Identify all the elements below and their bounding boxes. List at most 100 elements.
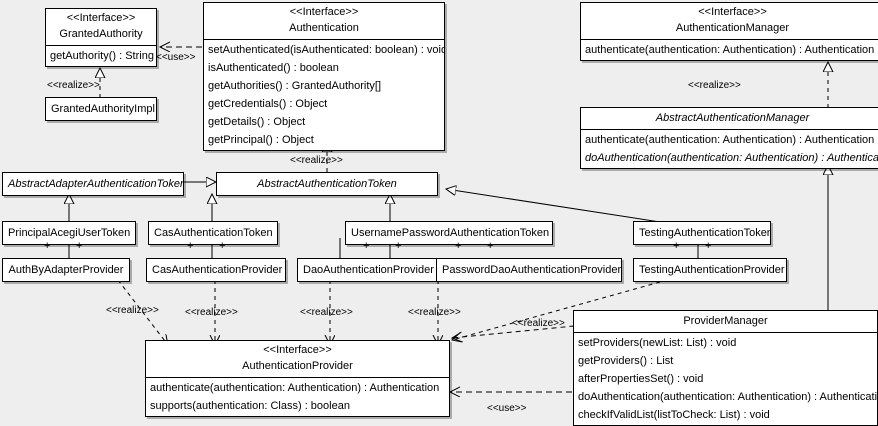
method-compartment: authenticate(authentication: Authenticat… [581, 129, 878, 168]
class-name: AuthenticationManager [675, 22, 790, 34]
method-compartment: setAuthenticated(isAuthenticated: boolea… [204, 39, 444, 150]
class-header: CasAuthenticationProvider [147, 259, 285, 281]
multiplicity-plus: + [455, 240, 462, 252]
class-box-granted-authority[interactable]: <<Interface>> GrantedAuthority getAuthor… [45, 8, 157, 67]
class-name: AbstractAuthenticationManager [655, 112, 810, 124]
multiplicity-plus: + [187, 240, 194, 252]
method-item: getPrincipal() : Object [208, 134, 314, 146]
class-header: AuthByAdapterProvider [3, 259, 129, 281]
multiplicity-plus: + [76, 240, 83, 252]
method-item: authenticate(authentication: Authenticat… [150, 382, 440, 394]
multiplicity-plus: + [673, 240, 680, 252]
class-box-password-dao-authentication-provider[interactable]: PasswordDaoAuthenticationProvider [436, 258, 622, 282]
class-header: CasAuthenticationToken [149, 222, 277, 244]
class-box-cas-authentication-token[interactable]: CasAuthenticationToken [148, 221, 278, 245]
class-box-granted-authority-impl[interactable]: GrantedAuthorityImpl [45, 97, 157, 121]
multiplicity-plus: + [487, 240, 494, 252]
edge-label-realize-provider-4: <<realize>> [408, 307, 461, 318]
stereotype-label: <<Interface>> [698, 6, 767, 18]
class-box-testing-authentication-provider[interactable]: TestingAuthenticationProvider [633, 258, 787, 282]
class-box-abstract-authentication-token[interactable]: AbstractAuthenticationToken [216, 172, 438, 196]
class-header: ProviderManager [574, 311, 877, 332]
class-box-provider-manager[interactable]: ProviderManager setProviders(newList: Li… [573, 310, 878, 426]
class-name: AbstractAdapterAuthenticationToken [8, 178, 184, 190]
class-header: AbstractAdapterAuthenticationToken [3, 173, 183, 195]
edge-label-realize-provider-5: <<realize>> [512, 318, 565, 329]
method-item: setAuthenticated(isAuthenticated: boolea… [208, 44, 445, 56]
method-item: checkIfValidList(listToCheck: List) : vo… [578, 409, 770, 421]
class-name: UsernamePasswordAuthenticationToken [351, 227, 550, 239]
class-name: ProviderManager [683, 315, 768, 327]
method-item: supports(authentication: Class) : boolea… [150, 400, 350, 412]
edge-label-realize-granted-authority: <<realize>> [47, 80, 100, 91]
class-header: <<Interface>> Authentication [204, 3, 444, 39]
class-name: GrantedAuthority [59, 28, 143, 40]
class-header: AbstractAuthenticationManager [581, 108, 878, 129]
class-header: TestingAuthenticationProvider [634, 259, 786, 281]
class-header: UsernamePasswordAuthenticationToken [346, 222, 552, 244]
method-compartment: authenticate(authentication: Authenticat… [581, 39, 878, 60]
method-item: getDetails() : Object [208, 116, 306, 128]
method-item: getAuthorities() : GrantedAuthority[] [208, 80, 382, 92]
method-item: authenticate(authentication: Authenticat… [585, 44, 875, 56]
method-compartment: setProviders(newList: List) : void getPr… [574, 332, 877, 425]
edge-label-realize-provider-2: <<realize>> [185, 307, 238, 318]
multiplicity-plus: + [219, 240, 226, 252]
stereotype-label: <<Interface>> [263, 344, 332, 356]
class-box-authentication-manager[interactable]: <<Interface>> AuthenticationManager auth… [580, 2, 878, 61]
class-box-auth-by-adapter-provider[interactable]: AuthByAdapterProvider [2, 258, 130, 282]
class-box-cas-authentication-provider[interactable]: CasAuthenticationProvider [146, 258, 286, 282]
class-name: TestingAuthenticationProvider [639, 264, 785, 276]
multiplicity-plus: + [363, 240, 370, 252]
multiplicity-plus: + [395, 240, 402, 252]
class-header: DaoAuthenticationProvider [298, 259, 436, 281]
class-name: AbstractAuthenticationToken [257, 178, 397, 190]
class-box-dao-authentication-provider[interactable]: DaoAuthenticationProvider [297, 258, 437, 282]
class-header: AbstractAuthenticationToken [217, 173, 437, 195]
edge-label-use-provider-manager: <<use>> [487, 403, 527, 414]
class-box-testing-authentication-token[interactable]: TestingAuthenticationToken [633, 221, 771, 245]
method-item: setProviders(newList: List) : void [578, 337, 737, 349]
class-box-authentication[interactable]: <<Interface>> Authentication setAuthenti… [203, 2, 445, 151]
edge-label-realize-provider-3: <<realize>> [300, 307, 353, 318]
method-item: isAuthenticated() : boolean [208, 62, 339, 74]
edge-label-realize-auth-manager: <<realize>> [688, 80, 741, 91]
method-item: getProviders() : List [578, 355, 674, 367]
class-header: <<Interface>> AuthenticationProvider [146, 341, 449, 377]
class-box-abstract-authentication-manager[interactable]: AbstractAuthenticationManager authentica… [580, 107, 878, 169]
class-header: <<Interface>> AuthenticationManager [581, 3, 878, 39]
method-item: authenticate(authentication: Authenticat… [585, 134, 875, 146]
edge-label-realize-provider-1: <<realize>> [106, 305, 159, 316]
method-compartment: getAuthority() : String [46, 45, 156, 66]
method-compartment: authenticate(authentication: Authenticat… [146, 377, 449, 416]
method-item: getAuthority() : String [50, 50, 154, 62]
stereotype-label: <<Interface>> [289, 6, 359, 18]
class-name: AuthByAdapterProvider [8, 264, 124, 276]
class-name: PrincipalAcegiUserToken [8, 227, 131, 239]
class-box-username-password-authentication-token[interactable]: UsernamePasswordAuthenticationToken [345, 221, 553, 245]
multiplicity-plus: + [705, 240, 712, 252]
edge-label-realize-authentication-token: <<realize>> [290, 155, 343, 166]
class-name: TestingAuthenticationToken [639, 227, 771, 239]
class-box-abstract-adapter-authentication-token[interactable]: AbstractAdapterAuthenticationToken [2, 172, 184, 196]
method-item: afterPropertiesSet() : void [578, 373, 704, 385]
multiplicity-plus: + [44, 240, 51, 252]
class-header: PasswordDaoAuthenticationProvider [437, 259, 621, 281]
edge-label-use-granted-authority: <<use>> [156, 52, 196, 63]
class-name: CasAuthenticationProvider [152, 264, 283, 276]
class-name: CasAuthenticationToken [154, 227, 273, 239]
class-name: GrantedAuthorityImpl [51, 103, 155, 115]
class-name: AuthenticationProvider [242, 360, 353, 372]
class-box-principal-acegi-user-token[interactable]: PrincipalAcegiUserToken [2, 221, 136, 245]
class-box-authentication-provider[interactable]: <<Interface>> AuthenticationProvider aut… [145, 340, 450, 417]
class-header: <<Interface>> GrantedAuthority [46, 9, 156, 45]
method-item: doAuthentication(authentication: Authent… [578, 391, 878, 403]
class-header: TestingAuthenticationToken [634, 222, 770, 244]
class-name: DaoAuthenticationProvider [303, 264, 434, 276]
method-item: doAuthentication(authentication: Authent… [585, 152, 878, 164]
stereotype-label: <<Interface>> [66, 12, 136, 24]
class-header: GrantedAuthorityImpl [46, 98, 156, 120]
class-header: PrincipalAcegiUserToken [3, 222, 135, 244]
class-name: Authentication [289, 22, 359, 34]
